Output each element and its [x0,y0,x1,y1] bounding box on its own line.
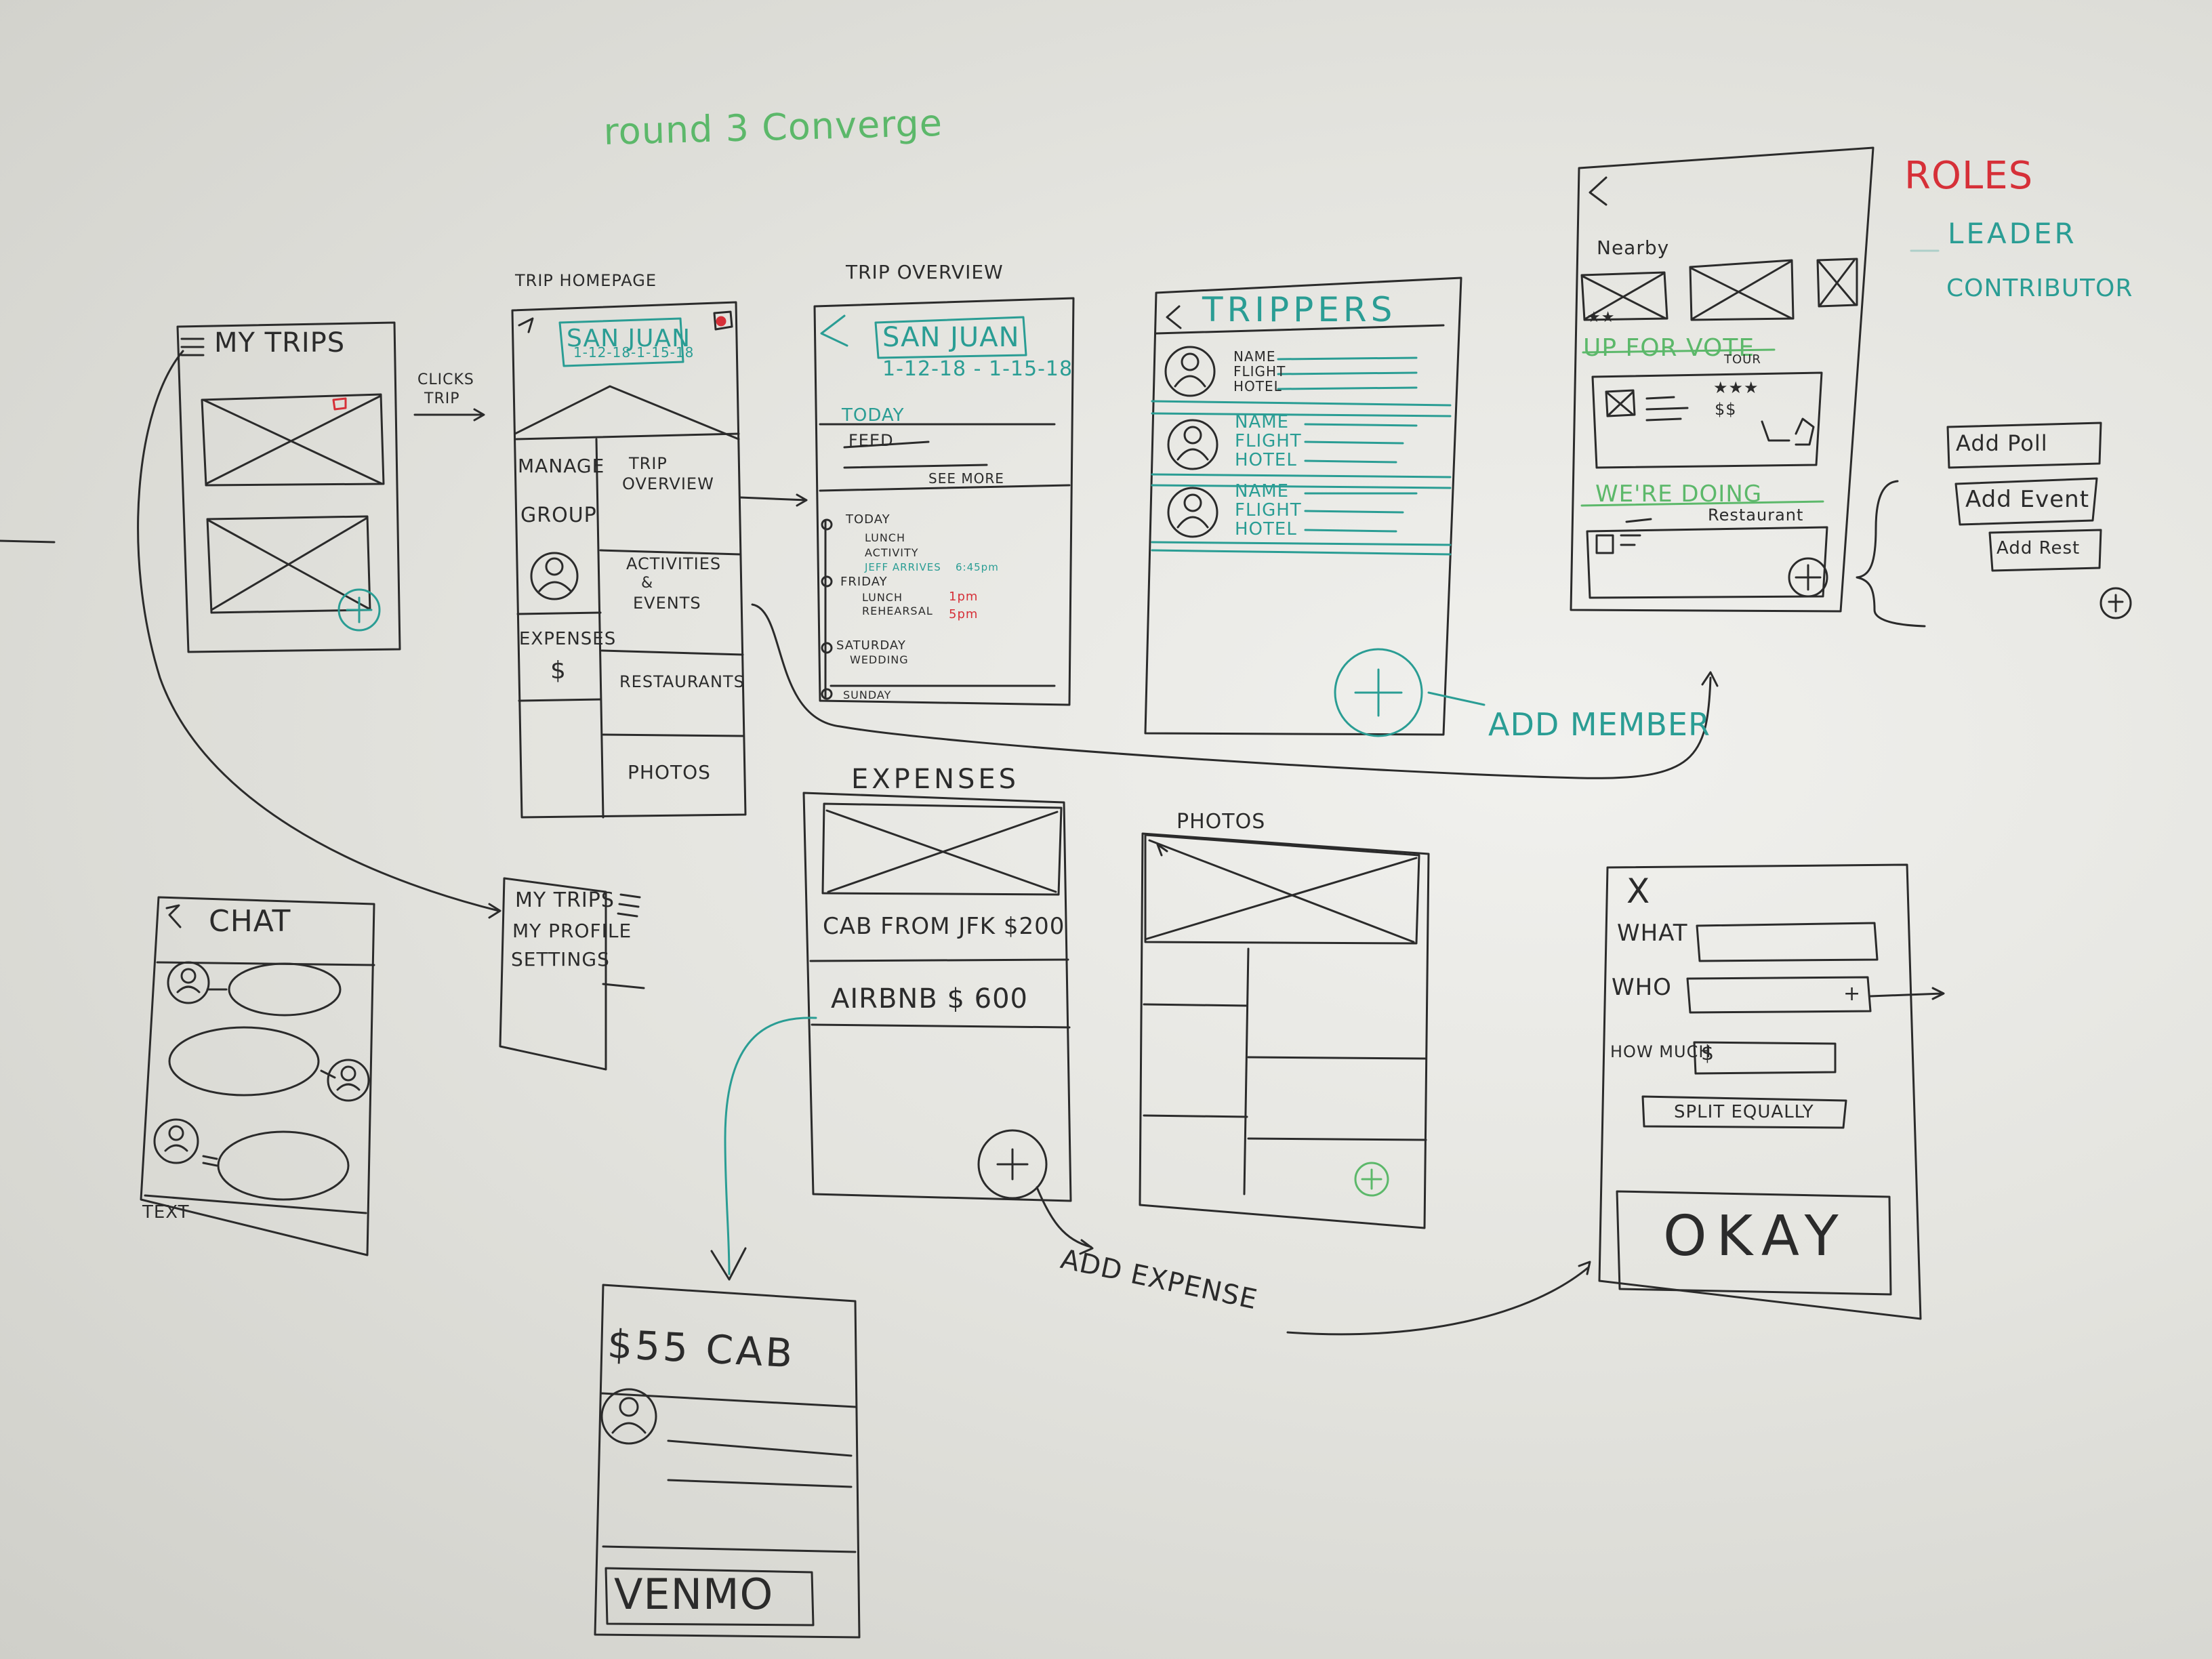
chat-text-input[interactable]: TEXT [142,1202,190,1223]
tour-label: TOUR [1724,352,1761,367]
tl-jeff: JEFF ARRIVES [865,561,941,573]
tripper-1-hotel: HOTEL [1233,378,1282,394]
nearby-frame [1570,146,1926,628]
up-for-vote-label: UP FOR VOTE [1583,334,1755,362]
photos-title: PHOTOS [1176,810,1266,834]
tripper-3-hotel: HOTEL [1235,519,1297,539]
vote-stars: ★★★ [1713,378,1759,397]
how-much-input[interactable]: $ [1701,1042,1715,1065]
clicks-label: CLICKS [417,371,474,388]
trip-homepage-frame [511,301,747,819]
add-menu-frame [1910,249,2132,619]
expenses-frame [710,792,1094,1281]
trip-title: SAN JUAN [567,325,691,352]
expense-item-2[interactable]: AIRBNB $ 600 [831,983,1028,1015]
okay-button[interactable]: OKAY [1663,1204,1848,1269]
cab-detail-frame [594,1284,861,1639]
tl-saturday: SATURDAY [836,638,906,653]
tripper-2-flight: FLIGHT [1235,431,1302,451]
restaurant-label: Restaurant [1708,506,1804,525]
my-trips-title: MY TRIPS [214,327,346,359]
how-much-label: HOW MUCH [1610,1042,1712,1061]
expense-form-frame [1598,863,1945,1320]
split-equally-button[interactable]: SPLIT EQUALLY [1674,1102,1814,1122]
tl-lunch: LUNCH [865,531,905,544]
tl-rehearsal: REHEARSAL [862,605,933,617]
see-more-link[interactable]: SEE MORE [928,470,1004,487]
activities-link[interactable]: ACTIVITIES [626,554,722,573]
group-label: GROUP [520,504,597,527]
tripper-1-name: NAME [1233,348,1276,365]
tl-wedding: WEDDING [850,653,909,666]
trip-homepage-label: TRIP HOMEPAGE [515,271,657,290]
board-title: round 3 Converge [602,101,943,153]
nearby-label: Nearby [1597,237,1670,259]
menu-my-trips[interactable]: MY TRIPS [515,888,615,912]
today-tab[interactable]: TODAY [842,405,905,426]
trip-overview-link-2[interactable]: OVERVIEW [622,474,714,493]
chat-frame [140,896,375,1256]
tl-lunch2: LUNCH [862,591,903,604]
add-event-button[interactable]: Add Event [1965,486,2090,513]
were-doing-label: WE'RE DOING [1595,480,1763,508]
events-link[interactable]: EVENTS [633,594,701,613]
vote-price: $$ [1715,400,1737,419]
tl-jeff-time: 6:45pm [956,561,999,573]
side-menu-frame [499,877,645,1071]
expenses-dollar: $ [550,657,567,684]
trip-overview-link-1[interactable]: TRIP [629,454,668,473]
tripper-2-name: NAME [1235,412,1290,432]
chat-title: CHAT [209,904,291,939]
tripper-1-flight: FLIGHT [1233,363,1286,380]
overview-dates: 1-12-18 - 1-15-18 [882,357,1073,381]
photos-link[interactable]: PHOTOS [628,761,711,783]
manage-label: MANAGE [518,455,605,477]
cab-title: $55 CAB [606,1321,796,1377]
tl-sunday: SUNDAY [843,689,892,701]
tripper-3-flight: FLIGHT [1235,500,1302,520]
what-label: WHAT [1617,920,1688,947]
roles-title: ROLES [1904,154,2034,198]
trip-overview-frame [813,297,1075,706]
tl-today: TODAY [846,512,890,527]
menu-settings[interactable]: SETTINGS [511,948,610,970]
who-label: WHO [1612,974,1672,1001]
tripper-2-hotel: HOTEL [1235,450,1297,470]
close-icon[interactable]: X [1626,872,1651,911]
add-member-label: ADD MEMBER [1488,706,1711,743]
add-rest-button[interactable]: Add Rest [1996,538,2081,558]
expenses-link[interactable]: EXPENSES [519,629,617,649]
tl-friday: FRIDAY [840,575,888,589]
add-poll-button[interactable]: Add Poll [1956,430,2048,456]
feed-label: FEED [848,431,894,450]
nearby-stars: ★★ [1587,309,1616,326]
photos-frame [1139,832,1430,1229]
tripper-3-name: NAME [1235,481,1290,501]
trippers-title: TRIPPERS [1202,290,1397,329]
trippers-frame [1144,276,1486,737]
and-label: & [641,575,654,592]
who-add-icon[interactable]: + [1843,982,1862,1006]
my-trips-frame [176,321,401,653]
tl-activity: ACTIVITY [865,546,919,559]
expenses-title: EXPENSES [851,764,1020,795]
trip-dates: 1-12-18-1-15-18 [573,344,695,361]
venmo-button[interactable]: VENMO [614,1570,774,1619]
role-contributor: CONTRIBUTOR [1946,274,2133,302]
trip-label: TRIP [424,390,460,407]
tl-time1: 1pm [949,590,979,604]
restaurants-link[interactable]: RESTAURANTS [619,672,745,691]
role-leader: LEADER [1948,217,2077,250]
menu-my-profile[interactable]: MY PROFILE [512,920,632,942]
overview-title: SAN JUAN [882,322,1020,353]
expense-item-1[interactable]: CAB FROM JFK $200 [823,913,1065,940]
tl-time2: 5pm [949,607,979,621]
trip-overview-label: TRIP OVERVIEW [846,261,1004,283]
